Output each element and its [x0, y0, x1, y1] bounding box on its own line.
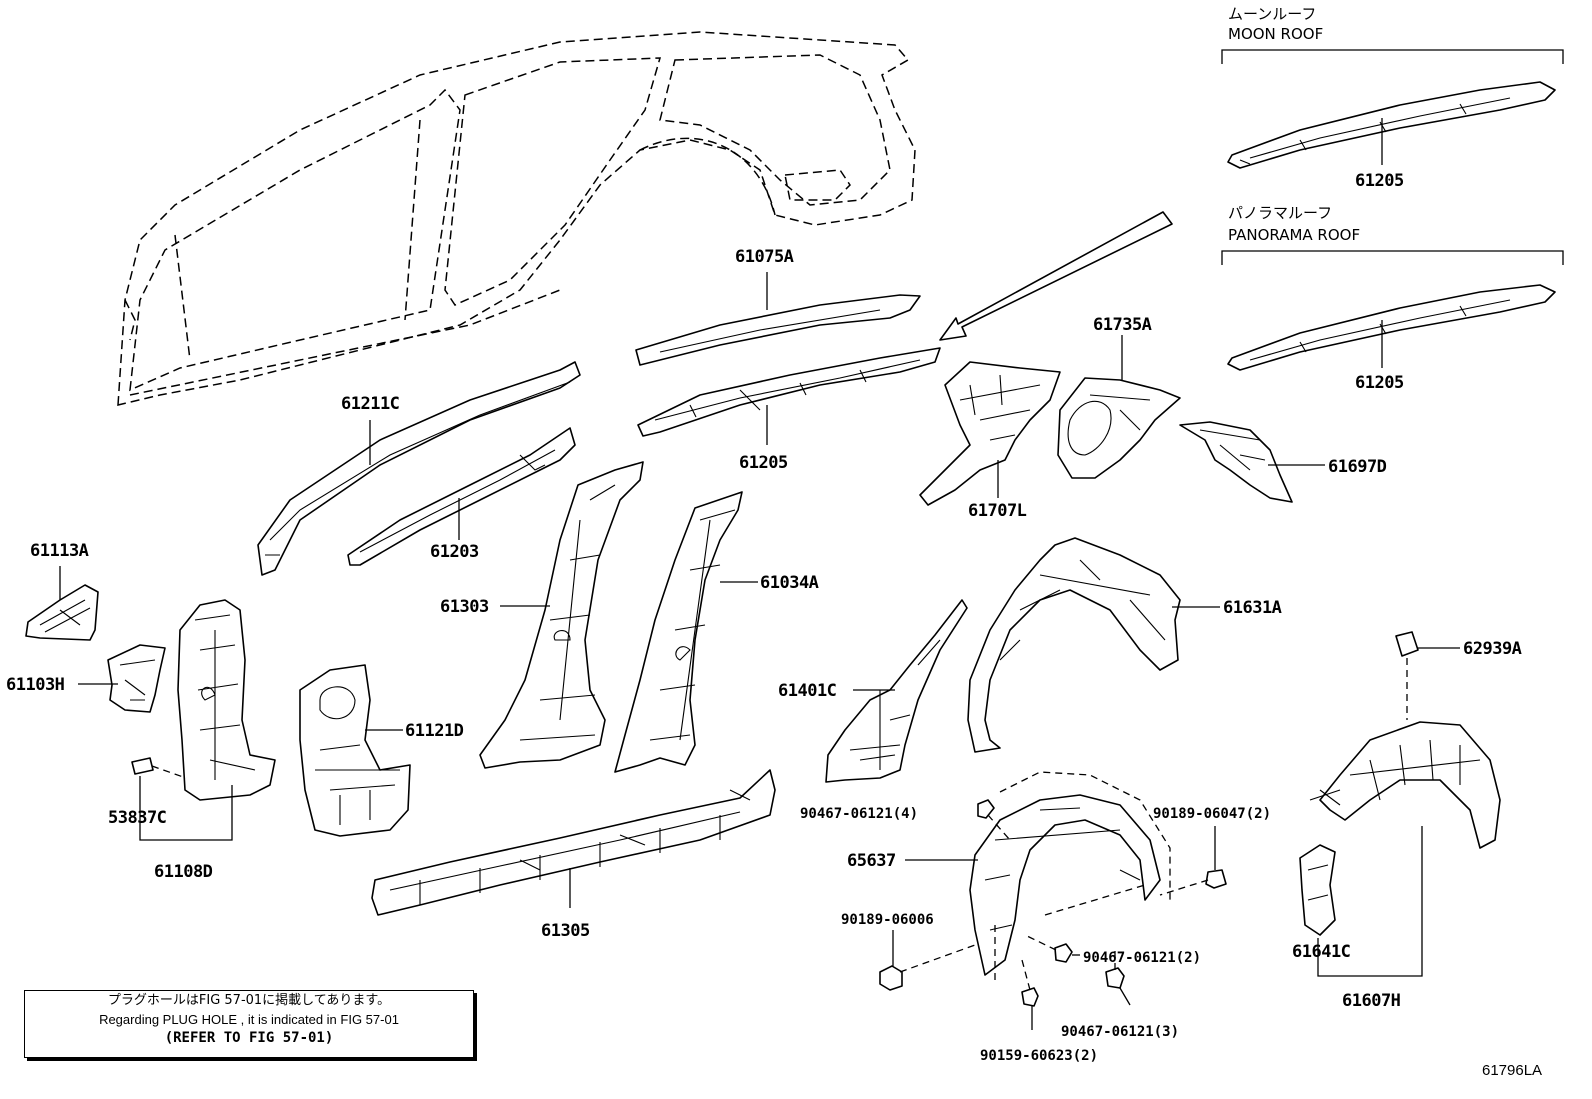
label-90467-06121-4: 90467-06121(4)	[800, 806, 918, 822]
figure-code: 61796LA	[1482, 1062, 1543, 1079]
label-90467-06121-3: 90467-06121(3)	[1061, 1024, 1179, 1040]
note-line-ref: (REFER TO FIG 57-01)	[164, 1030, 334, 1046]
panorama-roof-label-jp: パノラマルーフ	[1228, 204, 1332, 222]
label-61108D: 61108D	[154, 862, 213, 882]
part-61103H	[78, 644, 166, 713]
body-side-outline-ghost	[117, 31, 916, 406]
label-61034A: 61034A	[760, 573, 819, 593]
label-61205-panorama: 61205	[1355, 373, 1404, 393]
part-61707L	[919, 361, 1061, 506]
label-61205: 61205	[739, 453, 788, 473]
part-65637	[879, 771, 1227, 1030]
moon-roof-label-jp: ムーンルーフ	[1228, 5, 1316, 23]
part-61303	[479, 461, 644, 769]
label-90189-06006: 90189-06006	[841, 912, 934, 928]
part-61121D	[299, 664, 411, 837]
part-61211C	[257, 361, 581, 576]
label-61075A: 61075A	[735, 247, 794, 267]
label-90189-06047-2: 90189-06047(2)	[1153, 806, 1271, 822]
label-61205-moon: 61205	[1355, 171, 1404, 191]
part-61697D	[1179, 421, 1325, 503]
label-61203: 61203	[430, 542, 479, 562]
plug-hole-note: プラグホールはFIG 57-01に掲載してあります。 Regarding PLU…	[24, 990, 474, 1058]
part-61075A	[635, 272, 921, 366]
panorama-roof-section	[1221, 250, 1564, 371]
part-61305	[371, 769, 776, 916]
part-61108D-assembly	[131, 599, 276, 841]
note-line-jp: プラグホールはFIG 57-01に掲載してあります。	[107, 993, 391, 1008]
label-61401C: 61401C	[778, 681, 836, 701]
label-61631A: 61631A	[1223, 598, 1282, 618]
note-line-en: Regarding PLUG HOLE , it is indicated in…	[99, 1012, 399, 1027]
part-61401C	[825, 599, 968, 783]
label-61697D: 61697D	[1328, 457, 1387, 477]
label-61641C: 61641C	[1292, 942, 1350, 962]
label-61707L: 61707L	[968, 501, 1027, 521]
label-61103H: 61103H	[6, 675, 65, 695]
moon-roof-section	[1221, 49, 1564, 169]
direction-arrow	[939, 211, 1173, 341]
label-61305: 61305	[541, 921, 590, 941]
label-62939A: 62939A	[1463, 639, 1522, 659]
label-53837C: 53837C	[108, 808, 166, 828]
part-61205-main	[637, 347, 941, 445]
part-61735A	[1057, 335, 1181, 479]
label-61113A: 61113A	[30, 541, 89, 561]
label-61211C: 61211C	[341, 394, 399, 414]
part-61631A	[967, 537, 1220, 753]
part-61203	[347, 427, 576, 566]
part-61607H-assembly	[1299, 631, 1501, 977]
label-90467-06121-2: 90467-06121(2)	[1083, 950, 1201, 966]
label-61607H: 61607H	[1342, 991, 1401, 1011]
part-61113A	[25, 566, 99, 641]
part-61034A	[614, 491, 758, 773]
label-61121D: 61121D	[405, 721, 464, 741]
label-65637: 65637	[847, 851, 896, 871]
panorama-roof-label-en: PANORAMA ROOF	[1228, 226, 1360, 244]
moon-roof-label-en: MOON ROOF	[1228, 25, 1323, 43]
label-61735A: 61735A	[1093, 315, 1152, 335]
label-61303: 61303	[440, 597, 489, 617]
label-90159-60623-2: 90159-60623(2)	[980, 1048, 1098, 1064]
